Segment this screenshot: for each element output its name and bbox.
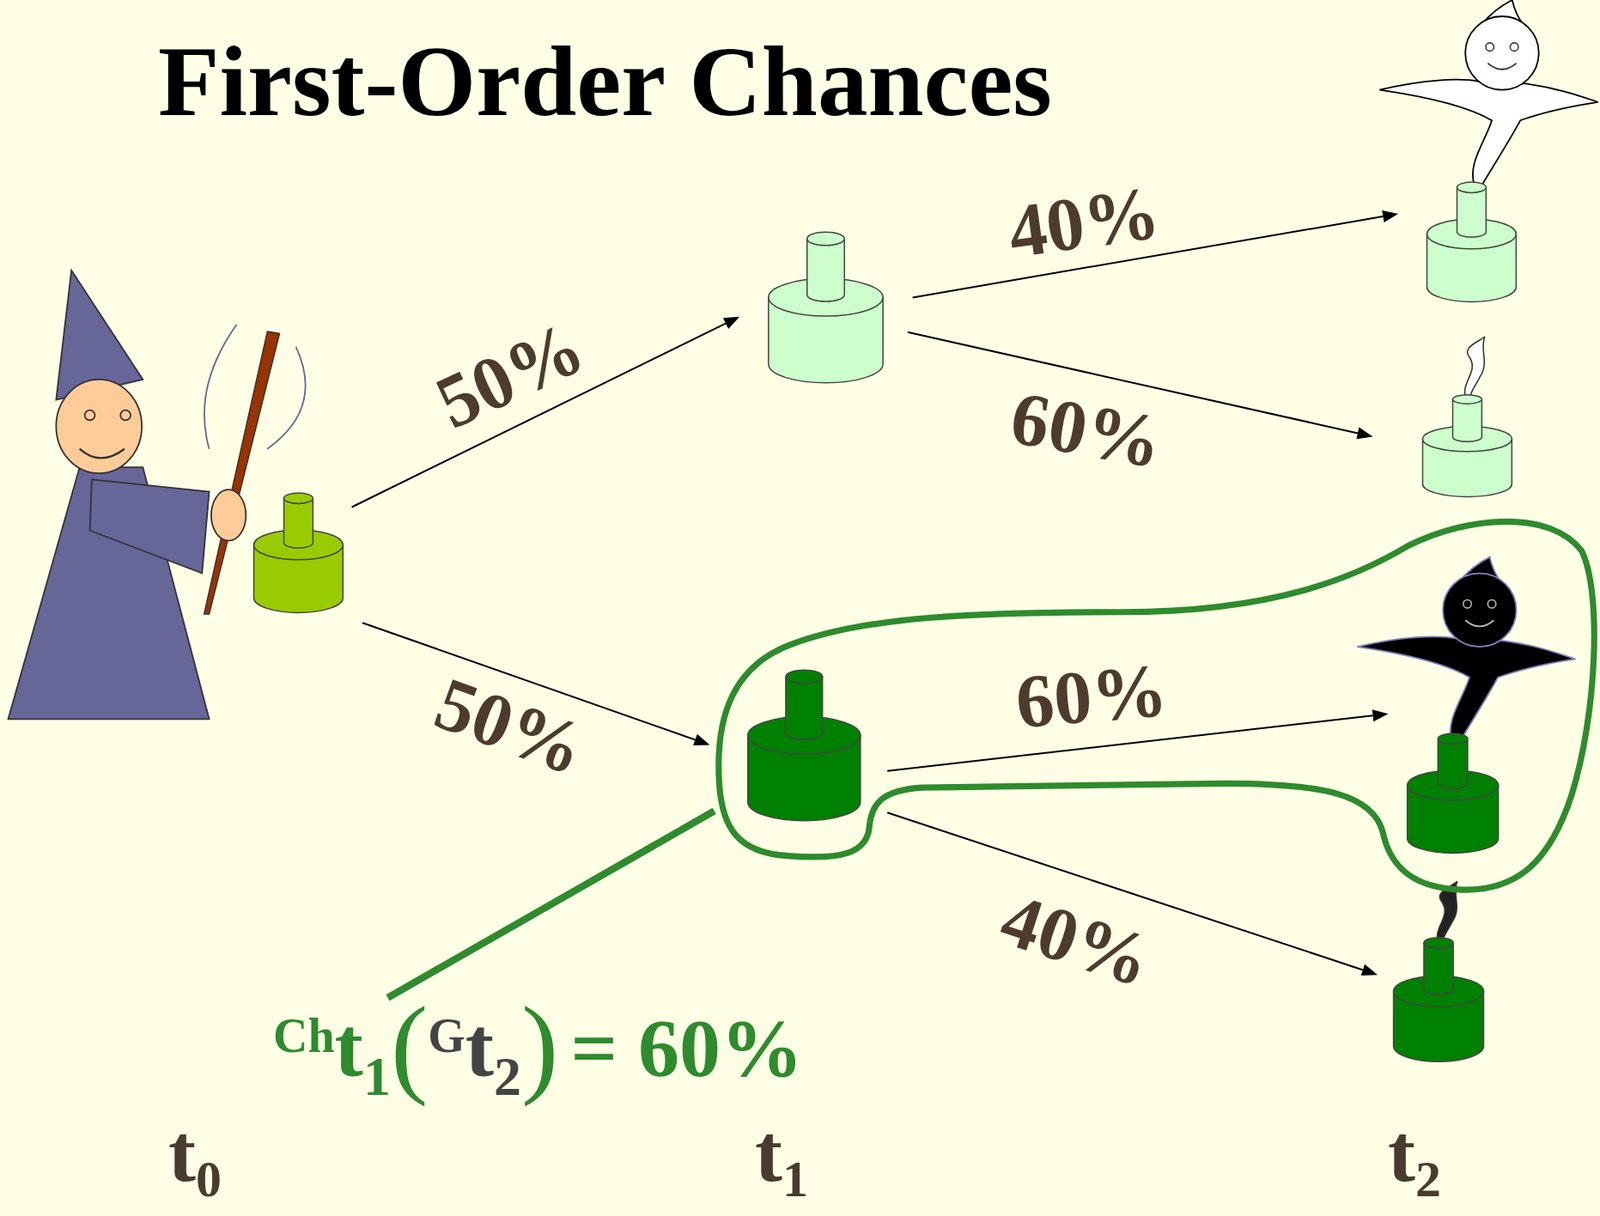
genie-body bbox=[1356, 636, 1576, 743]
genie-head bbox=[1465, 16, 1540, 91]
parenthesis: ) bbox=[521, 983, 559, 1108]
genie-eye bbox=[1463, 599, 1473, 609]
probability-label: 50% bbox=[425, 309, 596, 442]
bottle-node bbox=[742, 652, 866, 827]
title: First-Order Chances bbox=[158, 30, 1053, 132]
bottle-shape bbox=[763, 214, 889, 389]
parenthesis: ( bbox=[390, 983, 428, 1108]
genie-eye bbox=[1487, 599, 1497, 609]
subscript: 0 bbox=[195, 1150, 222, 1208]
time-variable: t bbox=[1387, 1107, 1416, 1199]
time-label: t2 bbox=[1387, 1112, 1442, 1205]
bottle-mouth bbox=[1423, 937, 1454, 950]
arrowhead bbox=[1356, 427, 1373, 440]
bottle-mouth bbox=[1457, 182, 1487, 193]
genie-body bbox=[1379, 79, 1598, 186]
bottle-node bbox=[763, 214, 889, 389]
function-symbol: Ch bbox=[273, 1009, 335, 1063]
arrowhead bbox=[1372, 709, 1389, 722]
bottle-neck bbox=[1423, 942, 1454, 995]
time-label: t1 bbox=[754, 1112, 809, 1205]
probability-label: 60% bbox=[1005, 380, 1169, 481]
bottle-mouth bbox=[785, 670, 823, 685]
wizard-face bbox=[55, 379, 142, 474]
bottle-mouth bbox=[806, 231, 844, 246]
genie-smile bbox=[1487, 63, 1516, 70]
wizard-eye bbox=[85, 410, 96, 421]
genie-eye bbox=[1509, 42, 1519, 52]
subscript: 2 bbox=[1415, 1150, 1442, 1208]
probability-label: 40% bbox=[1003, 174, 1165, 271]
proposition-symbol: G bbox=[427, 1009, 466, 1063]
bottle-node bbox=[1423, 168, 1521, 306]
bottle-neck bbox=[1437, 738, 1468, 789]
bottle-node bbox=[249, 479, 347, 617]
time-variable: t bbox=[168, 1107, 196, 1199]
arrowhead bbox=[693, 734, 710, 746]
motion-arc bbox=[267, 346, 305, 450]
arrowhead bbox=[1381, 210, 1399, 223]
chance-formula: Cht1(Gt2)= 60% bbox=[273, 989, 804, 1105]
time-label: t0 bbox=[168, 1112, 222, 1205]
genie-eye bbox=[1485, 42, 1495, 52]
bottle-mouth bbox=[1452, 394, 1482, 404]
time-variable: t bbox=[334, 999, 364, 1096]
wizard-robe bbox=[8, 467, 210, 719]
wizard-eye bbox=[120, 410, 131, 421]
probability-label: 60% bbox=[1013, 652, 1171, 742]
bottle-shape bbox=[249, 479, 347, 617]
time-variable: t bbox=[465, 999, 494, 1096]
genie-smile bbox=[1465, 620, 1494, 627]
white-genie bbox=[1379, 0, 1598, 186]
bottle-shape bbox=[1423, 168, 1521, 306]
leader-line bbox=[387, 810, 714, 998]
bottle-mouth bbox=[1437, 733, 1468, 744]
wizard-hand bbox=[211, 489, 246, 541]
bottle-node bbox=[1418, 383, 1516, 501]
wizard-smile bbox=[79, 449, 125, 459]
arrowhead bbox=[1361, 964, 1378, 976]
bottle-shape bbox=[1389, 923, 1488, 1066]
bottle-neck bbox=[806, 237, 844, 301]
smoke-wisp bbox=[1465, 336, 1485, 401]
subscript: 1 bbox=[782, 1150, 809, 1208]
motion-arc bbox=[204, 324, 238, 450]
subscript: 2 bbox=[493, 1046, 522, 1108]
bottle-shape bbox=[1403, 719, 1503, 858]
bottle-mouth bbox=[284, 492, 314, 504]
probability-label: 50% bbox=[425, 665, 594, 789]
bottle-neck bbox=[785, 676, 823, 740]
bottle-shape bbox=[742, 652, 866, 827]
genie-head bbox=[1442, 573, 1517, 648]
wizard-sleeve bbox=[90, 479, 210, 573]
bottle-neck bbox=[284, 498, 314, 549]
bottle-neck bbox=[1452, 398, 1482, 441]
subscript: 1 bbox=[363, 1046, 391, 1108]
bottle-shape bbox=[1418, 383, 1516, 501]
bottle-neck bbox=[1457, 187, 1487, 238]
bottle-node bbox=[1389, 923, 1488, 1066]
black-genie bbox=[1356, 557, 1576, 743]
chance-value: = 60% bbox=[570, 1002, 804, 1095]
arrowhead bbox=[723, 316, 740, 329]
event-outline bbox=[718, 521, 1595, 890]
bottle-node bbox=[1403, 719, 1503, 858]
time-variable: t bbox=[754, 1107, 783, 1199]
probability-label: 40% bbox=[992, 881, 1161, 1000]
